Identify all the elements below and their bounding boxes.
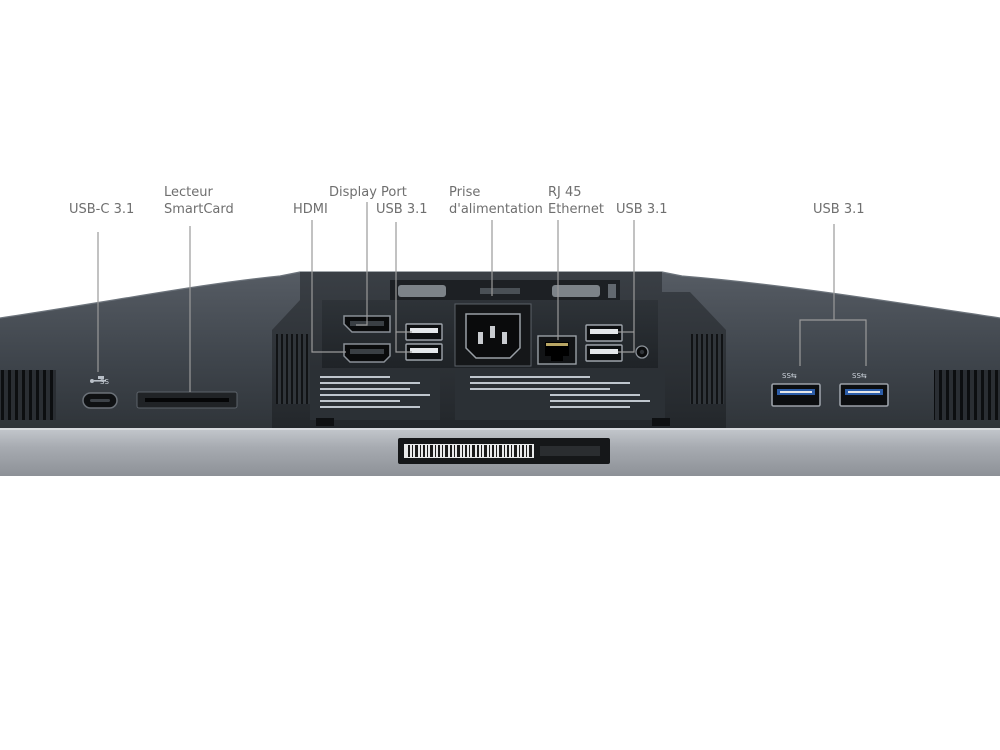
smartcard-slot (136, 391, 238, 409)
usb-port-center-right-top (585, 324, 623, 342)
right-vent-grille (934, 370, 1000, 420)
label-power-line2: d'alimentation (449, 202, 543, 217)
rj45-port (537, 335, 577, 365)
regulatory-label (310, 370, 670, 426)
label-usb-right: USB 3.1 (813, 202, 865, 217)
label-usb-center-right: USB 3.1 (616, 202, 668, 217)
barcode-icon (398, 438, 610, 464)
usb-c-icon: SS (90, 376, 109, 386)
hdmi-port (343, 343, 391, 363)
label-usb-center-left: USB 3.1 (376, 202, 428, 217)
usb-ss-icon: SS⇆ SS⇆ (782, 372, 867, 380)
label-rj45-line1: RJ 45 (548, 185, 582, 200)
label-usb-c: USB-C 3.1 (69, 202, 135, 217)
usb-port-right-2 (839, 383, 889, 407)
label-rj45-line2: Ethernet (548, 202, 604, 217)
left-vent-grille (0, 370, 56, 420)
label-smartcard-line2: SmartCard (164, 202, 234, 217)
label-power-line1: Prise (449, 185, 481, 200)
label-displayport: Display Port (329, 185, 407, 200)
label-smartcard-line1: Lecteur (164, 185, 213, 200)
usb-port-center-right-bottom (585, 344, 623, 362)
svg-text:SS⇆: SS⇆ (852, 372, 867, 380)
mount-latch (390, 280, 620, 300)
audio-jack (635, 345, 649, 359)
leader-lines (97, 202, 867, 392)
usb-c-port (82, 392, 118, 409)
svg-text:SS⇆: SS⇆ (782, 372, 797, 380)
power-inlet (454, 303, 532, 367)
label-hdmi: HDMI (293, 202, 328, 217)
usb-port-right-1 (771, 383, 821, 407)
usb-port-center-left-top (405, 323, 443, 341)
svg-text:SS: SS (100, 378, 109, 386)
